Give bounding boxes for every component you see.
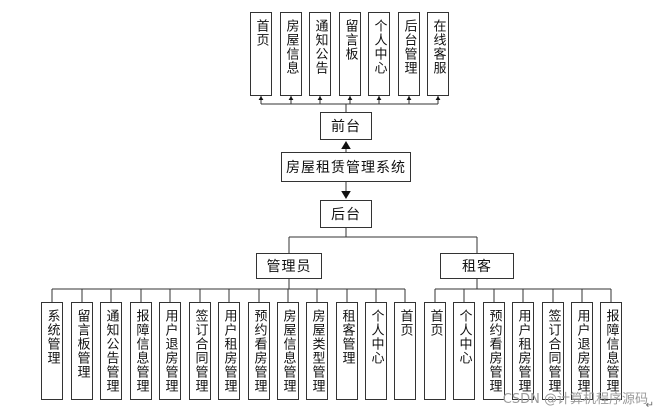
front-child-label: 通知公告 [312, 19, 328, 75]
return-mark: ↵ [645, 400, 654, 411]
front-child-box: 个人中心 [368, 12, 390, 96]
front-child-box: 通知公告 [309, 12, 331, 96]
admin-child-label: 用户租房管理 [221, 309, 237, 393]
front-drop-arrow [317, 96, 323, 100]
front-child-label: 留言板 [342, 19, 358, 61]
admin-child-box: 房屋信息管理 [277, 302, 299, 400]
root-label: 房屋租赁管理系统 [286, 160, 406, 176]
front-child-label: 个人中心 [371, 19, 387, 75]
root-up-arrow [341, 141, 351, 149]
front-child-box: 首页 [250, 12, 272, 96]
tenant-label: 租客 [462, 259, 492, 275]
front-child-label: 在线客服 [430, 19, 446, 75]
admin-node: 管理员 [256, 253, 322, 279]
tenant-child-label: 首页 [427, 309, 443, 337]
front-drop-arrow [347, 96, 353, 100]
admin-child-label: 房屋类型管理 [309, 309, 325, 393]
admin-child-label: 首页 [397, 309, 413, 337]
admin-child-label: 用户退房管理 [162, 309, 178, 393]
admin-child-box: 房屋类型管理 [306, 302, 328, 400]
admin-child-box: 报障信息管理 [130, 302, 152, 400]
front-drop-arrow [406, 96, 412, 100]
front-child-box: 留言板 [339, 12, 361, 96]
front-child-box: 后台管理 [398, 12, 420, 96]
tenant-child-box: 报障信息管理 [600, 302, 622, 400]
admin-child-box: 租客管理 [336, 302, 358, 400]
admin-child-label: 通知公告管理 [103, 309, 119, 393]
admin-label: 管理员 [266, 259, 312, 275]
admin-child-box: 用户租房管理 [218, 302, 240, 400]
tenant-child-label: 用户租房管理 [515, 309, 531, 393]
watermark: CSDN @计算机程序源码 [502, 392, 648, 407]
front-child-label: 后台管理 [401, 19, 417, 75]
front-drop-arrow [376, 96, 382, 100]
admin-child-label: 报障信息管理 [133, 309, 149, 393]
admin-child-box: 预约看房管理 [248, 302, 270, 400]
tenant-child-box: 个人中心 [453, 302, 475, 400]
tenant-child-label: 报障信息管理 [603, 309, 619, 393]
tenant-child-box: 用户退房管理 [571, 302, 593, 400]
admin-child-box: 用户退房管理 [159, 302, 181, 400]
front-child-label: 首页 [253, 19, 269, 47]
back-label: 后台 [331, 207, 361, 223]
admin-child-box: 签订合同管理 [189, 302, 211, 400]
admin-child-box: 留言板管理 [71, 302, 93, 400]
front-drop-arrow [288, 96, 294, 100]
back-node: 后台 [320, 200, 372, 228]
admin-child-label: 系统管理 [44, 309, 60, 365]
tenant-child-box: 首页 [424, 302, 446, 400]
front-child-label: 房屋信息 [283, 19, 299, 75]
admin-child-box: 个人中心 [365, 302, 387, 400]
tenant-child-label: 用户退房管理 [574, 309, 590, 393]
front-node: 前台 [320, 112, 372, 140]
front-child-box: 房屋信息 [280, 12, 302, 96]
front-label: 前台 [331, 119, 361, 135]
root-down-arrow [341, 191, 351, 199]
admin-child-label: 签订合同管理 [192, 309, 208, 393]
root-node: 房屋租赁管理系统 [281, 152, 411, 182]
admin-child-box: 通知公告管理 [100, 302, 122, 400]
admin-child-label: 个人中心 [368, 309, 384, 365]
tenant-node: 租客 [440, 253, 514, 279]
tenant-child-label: 签订合同管理 [545, 309, 561, 393]
admin-child-label: 留言板管理 [74, 309, 90, 379]
admin-child-label: 预约看房管理 [251, 309, 267, 393]
front-drop-arrow [258, 96, 264, 100]
tenant-child-label: 个人中心 [456, 309, 472, 365]
tenant-child-box: 预约看房管理 [483, 302, 505, 400]
tenant-child-box: 用户租房管理 [512, 302, 534, 400]
admin-child-box: 首页 [394, 302, 416, 400]
admin-child-box: 系统管理 [41, 302, 63, 400]
tenant-child-box: 签订合同管理 [542, 302, 564, 400]
tenant-child-label: 预约看房管理 [486, 309, 502, 393]
admin-child-label: 租客管理 [339, 309, 355, 365]
admin-child-label: 房屋信息管理 [280, 309, 296, 393]
front-child-box: 在线客服 [427, 12, 449, 96]
front-drop-arrow [435, 96, 441, 100]
